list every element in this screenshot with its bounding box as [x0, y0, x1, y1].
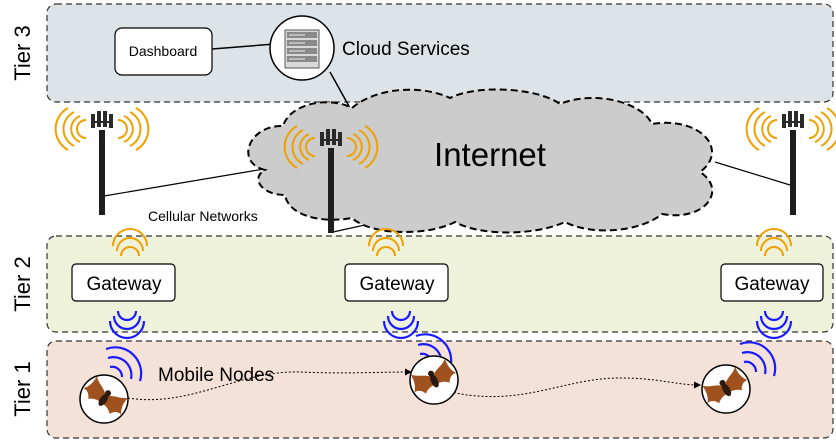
- gateway-uplink-signal-right-icon: [756, 228, 792, 257]
- movement-path-1: [127, 368, 412, 401]
- node-signal-left-icon: [105, 346, 143, 382]
- svg-text:Gateway: Gateway: [735, 274, 810, 295]
- tier3-label: Tier 3: [10, 25, 35, 80]
- cloud-services-label: Cloud Services: [342, 39, 470, 60]
- dashboard-box: [114, 27, 213, 76]
- gateway-uplink-signal-center-icon: [368, 228, 404, 257]
- tower-left-link: [103, 167, 271, 197]
- cellular-networks-label: Cellular Networks: [148, 208, 258, 224]
- dashboard-label: Dashboard: [129, 43, 198, 59]
- gateway-downlink-signal-right-icon: [755, 310, 793, 340]
- gateway-center: Gateway: [344, 263, 449, 302]
- internet-label: Internet: [434, 136, 546, 173]
- gateway-left: Gateway: [71, 263, 176, 302]
- server-internet-link: [329, 71, 351, 109]
- cell-tower-right-icon: [745, 107, 836, 215]
- tier2-label: Tier 2: [10, 256, 35, 311]
- gateway-right: Gateway: [720, 263, 824, 302]
- mobile-node-right: [698, 364, 751, 414]
- tier1-label: Tier 1: [10, 361, 35, 416]
- cell-tower-left-icon: [54, 107, 150, 215]
- server-icon: [269, 15, 335, 81]
- cell-tower-center-icon: [283, 125, 379, 233]
- gateway-uplink-signal-left-icon: [112, 228, 148, 257]
- svg-text:Gateway: Gateway: [87, 274, 162, 295]
- mobile-nodes-label: Mobile Nodes: [158, 365, 274, 386]
- tower-right-link: [714, 161, 791, 186]
- svg-text:Gateway: Gateway: [360, 274, 435, 295]
- node-signal-right-icon: [739, 341, 777, 377]
- dashboard-server-link: [211, 43, 276, 50]
- mobile-node-left: [79, 373, 132, 424]
- mobile-node-center: [406, 355, 459, 405]
- internet-cloud: [247, 88, 714, 234]
- gateway-downlink-signal-left-icon: [108, 310, 146, 340]
- gateway-downlink-signal-center-icon: [382, 310, 420, 340]
